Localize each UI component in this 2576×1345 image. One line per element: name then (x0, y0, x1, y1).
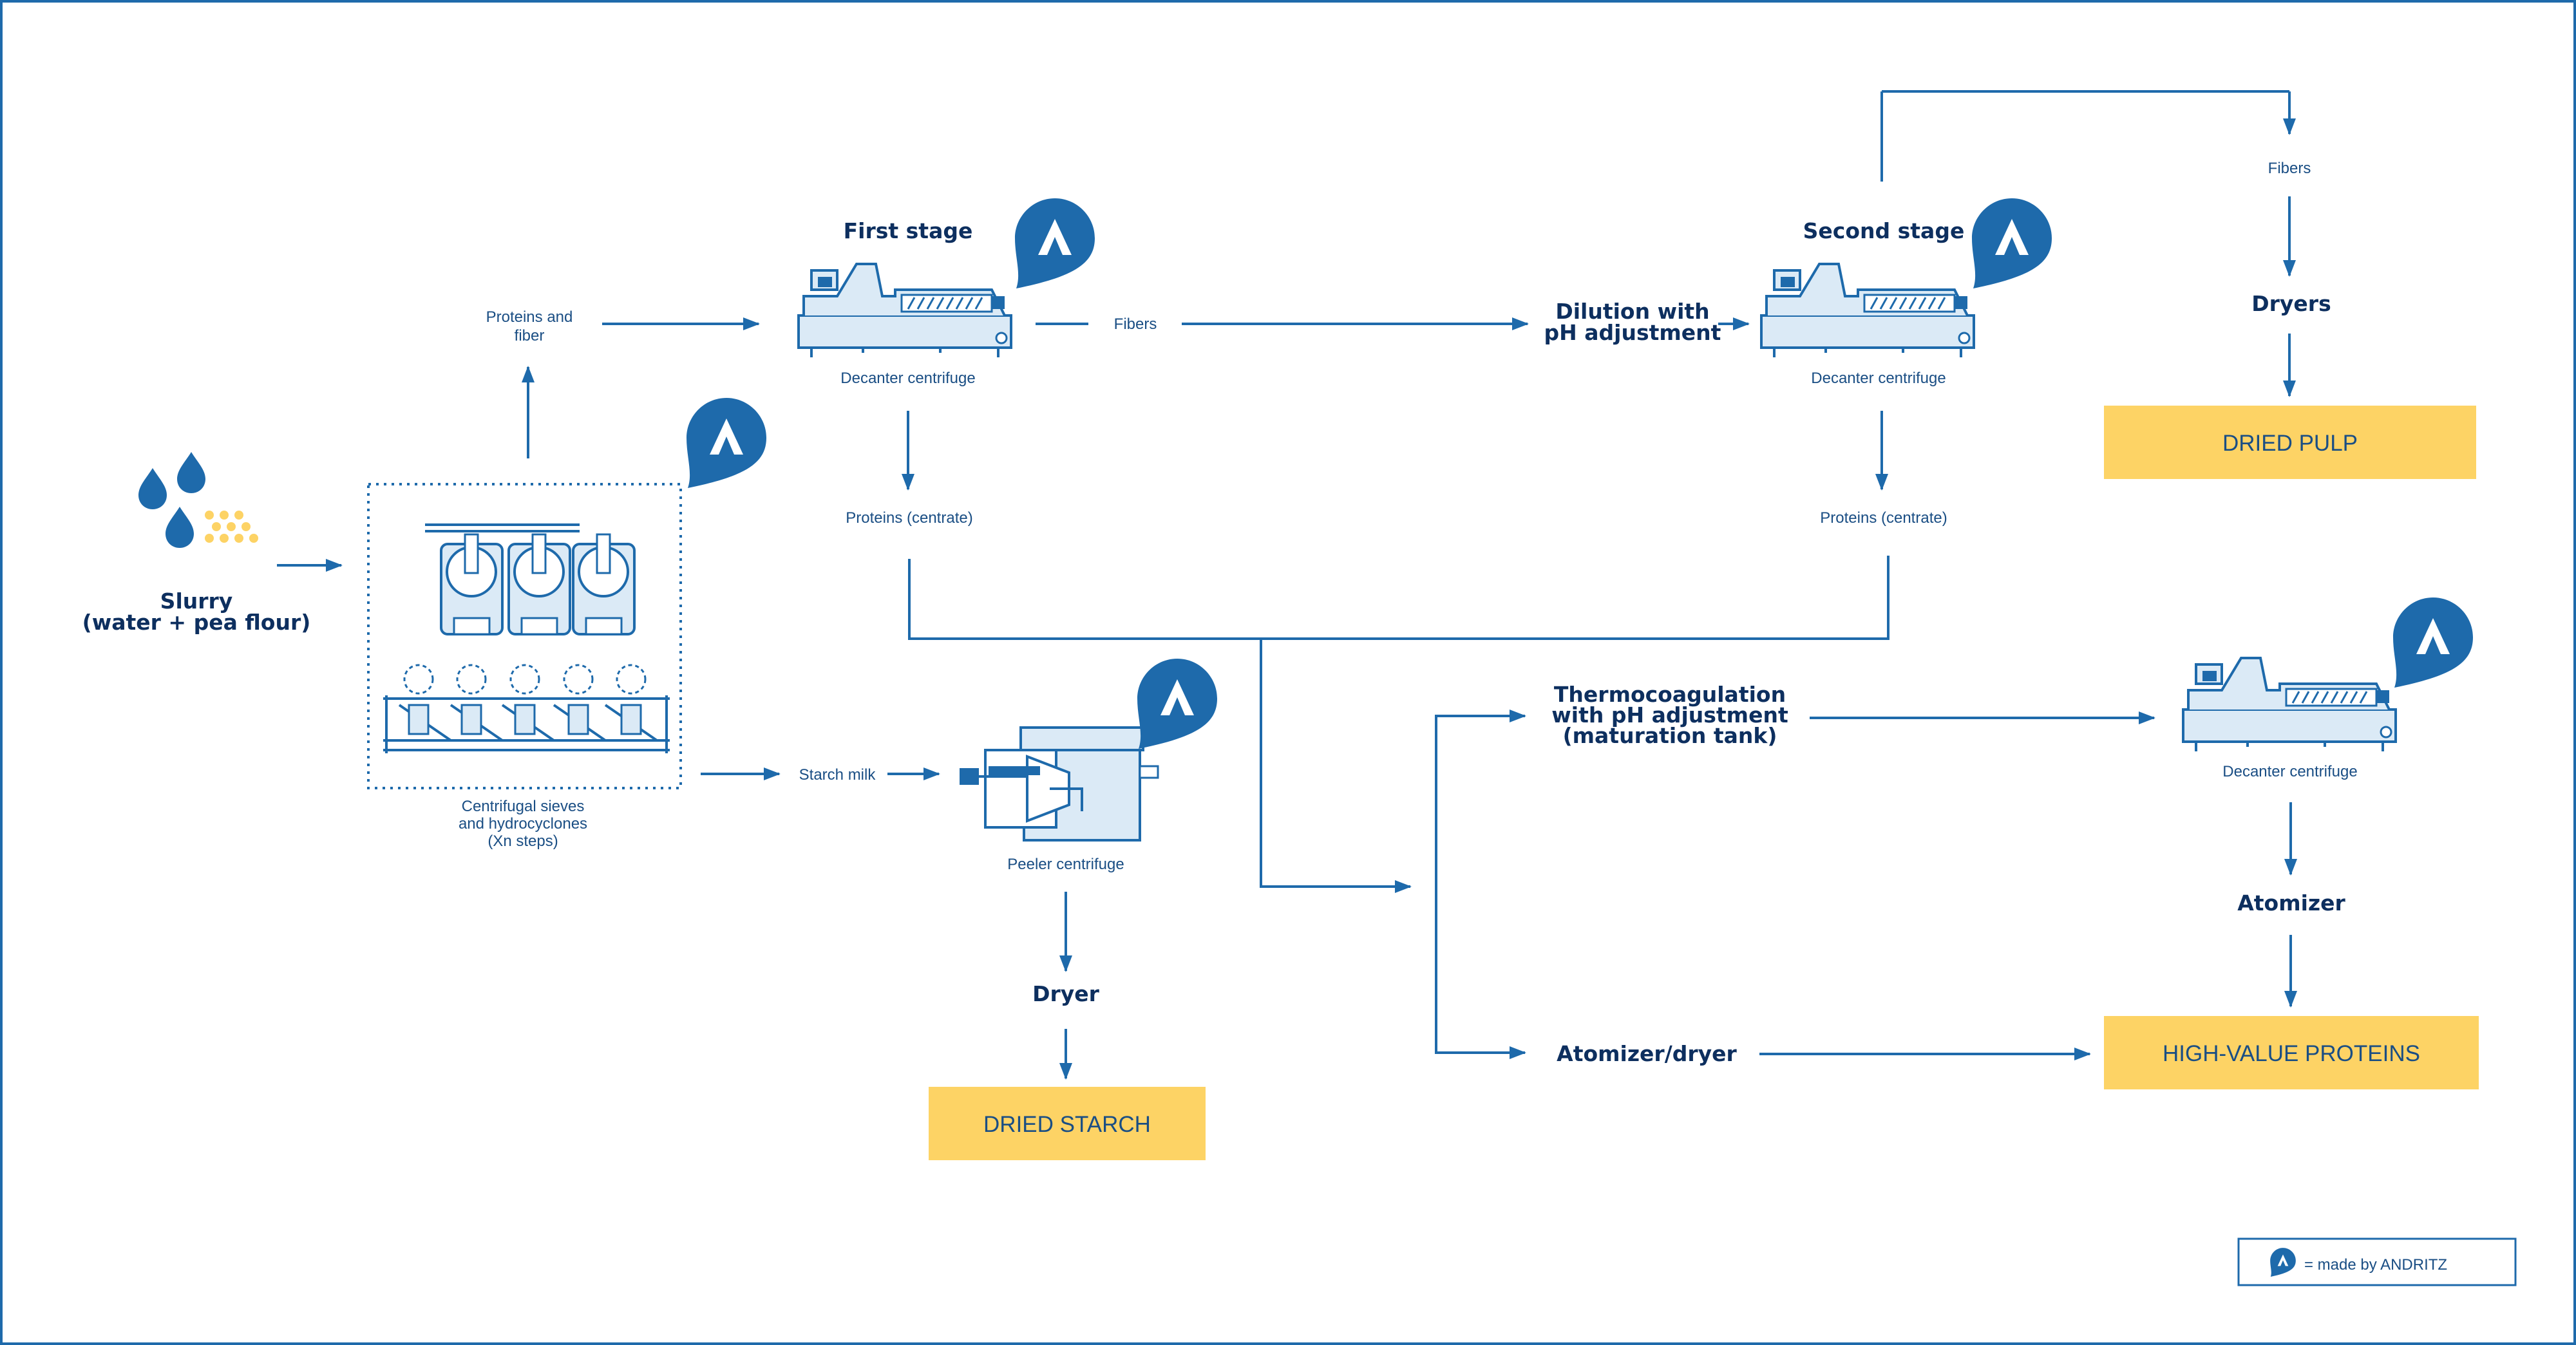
second-stage-title: Second stage (1803, 218, 1965, 243)
legend-text: = made by ANDRITZ (2304, 1256, 2447, 1274)
fibers-label-2: Fibers (2268, 160, 2311, 177)
pea-flour-icon (205, 511, 258, 543)
hydrocyclones-equipment (383, 664, 670, 753)
dilution-label-1: Dilution with (1555, 299, 1709, 324)
proteins-centrate-1-label: Proteins (centrate) (846, 509, 972, 527)
line-centrate-collector (908, 556, 1889, 640)
andritz-pin-icon (2393, 597, 2473, 688)
high-value-proteins-label: HIGH-VALUE PROTEINS (2163, 1041, 2420, 1066)
line-thermo-bracket (1435, 715, 1525, 1054)
dryers-label: Dryers (2251, 291, 2331, 316)
sieves-label-2: and hydrocyclones (459, 815, 587, 832)
thermo-label-1: Thermocoagulation (1554, 682, 1786, 707)
andritz-pin-icon (1137, 659, 1217, 749)
high-value-proteins-box (2104, 1016, 2479, 1089)
peeler-centrifuge-equipment (960, 726, 1159, 842)
second-decanter-label: Decanter centrifuge (1811, 370, 1946, 387)
sieves-label-3: (Xn steps) (488, 832, 558, 850)
proteins-centrate-2-label: Proteins (centrate) (1820, 509, 1947, 527)
starch-milk-label: Starch milk (799, 766, 876, 784)
peeler-centrifuge-label: Peeler centrifuge (1007, 856, 1124, 873)
dried-pulp-label: DRIED PULP (2222, 431, 2358, 456)
andritz-pin-icon (1972, 198, 2052, 288)
proteins-fiber-label-2: fiber (515, 327, 545, 344)
second-decanter-equipment (1760, 263, 1975, 359)
dried-starch-box (929, 1087, 1206, 1160)
dried-starch-label: DRIED STARCH (983, 1112, 1151, 1137)
andritz-pin-icon (687, 398, 766, 488)
proteins-fiber-label-1: Proteins and (486, 308, 573, 326)
water-drops-icon (138, 452, 205, 548)
third-decanter-equipment (2182, 657, 2397, 753)
arrow-centrate-to-thermo (1260, 639, 1412, 893)
slurry-sublabel: (water + pea flour) (82, 610, 311, 635)
first-decanter-label: Decanter centrifuge (840, 370, 975, 387)
first-stage-title: First stage (844, 218, 973, 243)
atomizer-label: Atomizer (2237, 890, 2345, 916)
fibers-label-1: Fibers (1114, 315, 1157, 333)
dried-pulp-box (2104, 406, 2476, 479)
dryer-label: Dryer (1032, 981, 1100, 1006)
thermo-label-3: (maturation tank) (1563, 723, 1777, 748)
centrifugal-sieves-equipment (425, 523, 636, 635)
sieves-dotted-box (367, 483, 682, 789)
andritz-pin-icon (1015, 198, 1095, 288)
third-decanter-label: Decanter centrifuge (2222, 763, 2357, 780)
sieves-label-1: Centrifugal sieves (462, 798, 585, 815)
dilution-label-2: pH adjustment (1544, 320, 1721, 345)
thermo-label-2: with pH adjustment (1551, 702, 1788, 728)
first-decanter-equipment (797, 263, 1012, 359)
atomizer-dryer-label: Atomizer/dryer (1557, 1041, 1737, 1066)
slurry-label: Slurry (160, 588, 233, 614)
